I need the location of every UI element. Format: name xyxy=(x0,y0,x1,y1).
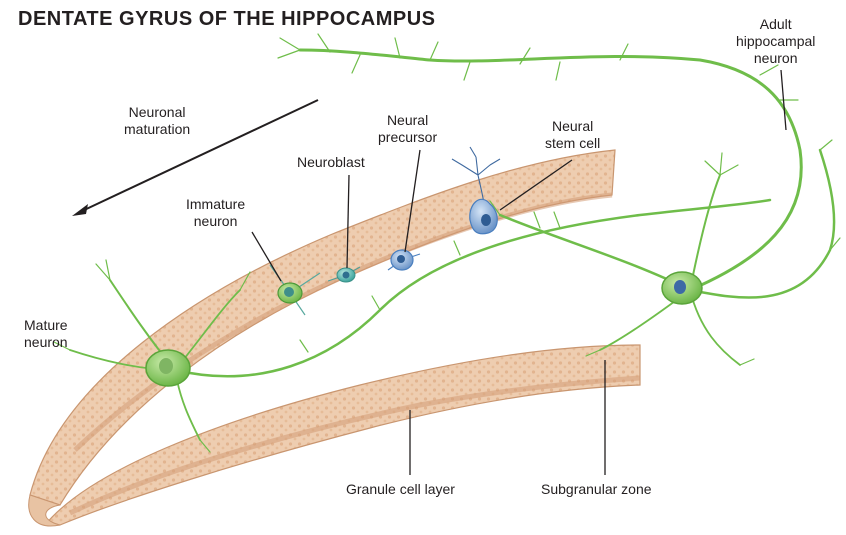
label-neuronal-maturation: Neuronal maturation xyxy=(124,104,190,138)
label-neural-precursor: Neural precursor xyxy=(378,112,437,146)
label-immature-neuron: Immature neuron xyxy=(186,196,245,230)
label-neural-stem-cell: Neural stem cell xyxy=(545,118,600,152)
label-subgranular-zone: Subgranular zone xyxy=(541,481,652,498)
mature-neuron-nucleus xyxy=(159,358,173,374)
upper-blade xyxy=(30,150,615,505)
page-title: DENTATE GYRUS OF THE HIPPOCAMPUS xyxy=(18,8,436,31)
neural-precursor-nucleus xyxy=(397,255,405,263)
neural-stem-cell-nucleus xyxy=(481,214,491,226)
neuroblast-nucleus xyxy=(343,272,350,279)
label-mature-neuron: Mature neuron xyxy=(24,317,68,351)
immature-neuron-nucleus xyxy=(284,287,294,297)
label-adult-hippocampal-neuron: Adult hippocampal neuron xyxy=(736,16,815,67)
label-granule-cell-layer: Granule cell layer xyxy=(346,481,455,498)
label-neuroblast: Neuroblast xyxy=(297,154,365,171)
adult-neuron-nucleus xyxy=(674,280,686,294)
